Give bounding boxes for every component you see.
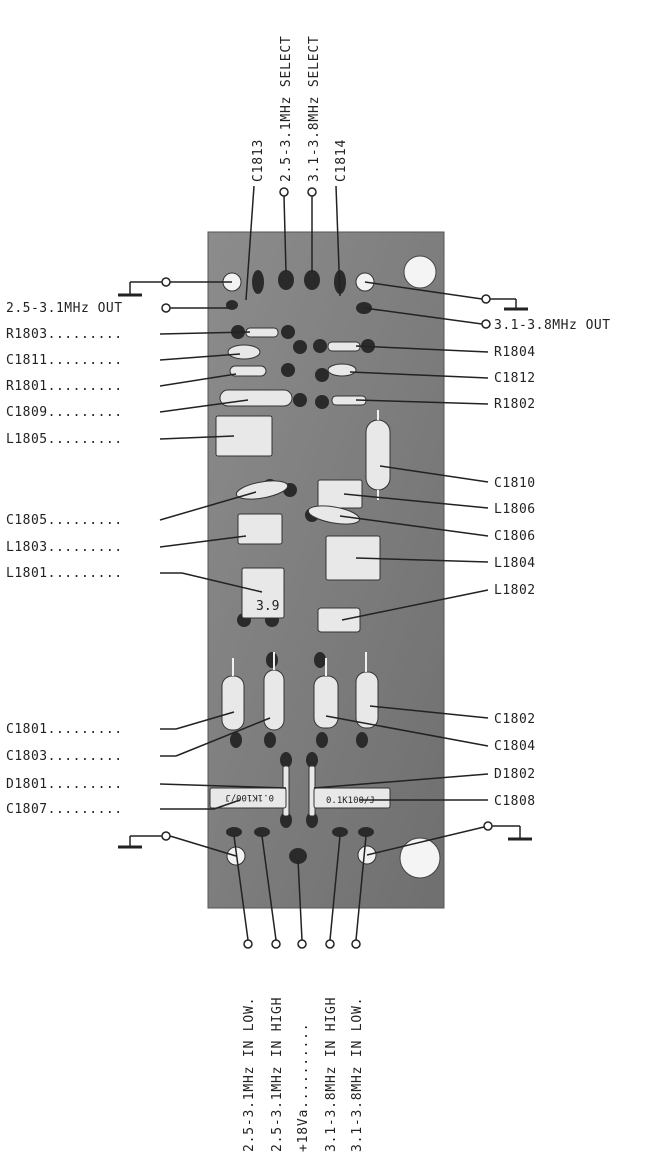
label-c1813: C1813 xyxy=(251,139,266,182)
c1804-body xyxy=(313,675,339,729)
label-c1801: C1801......... xyxy=(6,722,123,737)
l1803-body xyxy=(237,513,283,545)
c1808-marking: 0.1K100/J xyxy=(326,796,375,806)
label-c1803: C1803......... xyxy=(6,749,123,764)
label-2-5-3-1mhz-out: 2.5-3.1MHz OUT xyxy=(6,301,123,316)
c1802-body xyxy=(355,671,379,729)
label-2-5-3-1mhz-in-high: 2.5-3.1MHz IN HIGH xyxy=(270,997,285,1152)
l1801-value: 3.9 xyxy=(256,599,279,614)
label-3-1-3-8mhz-select: 3.1-3.8MHz SELECT xyxy=(307,35,322,182)
ground-symbol-bottom-right xyxy=(366,821,532,856)
label-d1802: D1802 xyxy=(494,767,536,782)
label-l1801: L1801......... xyxy=(6,566,123,581)
label-c1811: C1811......... xyxy=(6,353,123,368)
label-c1805: C1805......... xyxy=(6,513,123,528)
label-2-5-3-1mhz-in-low: 2.5-3.1MHz IN LOW. xyxy=(242,997,257,1152)
label-c1802: C1802 xyxy=(494,712,536,727)
c1801-body xyxy=(221,675,245,731)
label-3-1-3-8mhz-in-high: 3.1-3.8MHz IN HIGH xyxy=(324,997,339,1152)
r1803-body xyxy=(245,327,279,338)
label-c1804: C1804 xyxy=(494,739,536,754)
label-3-1-3-8mhz-in-low: 3.1-3.8MHz IN LOW. xyxy=(350,997,365,1152)
pcb-board: 3.9 0.1K100/J 0.1K100/J xyxy=(207,231,445,909)
label-c1809: C1809......... xyxy=(6,405,123,420)
right-labels: 3.1-3.8MHz OUT R1804 C1812 R1802 C1810 L… xyxy=(313,307,611,809)
component-leads xyxy=(232,410,379,676)
components xyxy=(209,327,391,817)
ground-symbol-bottom-left xyxy=(118,831,237,857)
label-l1806: L1806 xyxy=(494,502,536,517)
left-labels: 2.5-3.1MHz OUT R1803......... C1811.....… xyxy=(6,301,287,817)
bottom-leader-lines xyxy=(233,835,367,949)
c1812-body xyxy=(327,363,357,377)
label-c1808: C1808 xyxy=(494,794,536,809)
label-r1801: R1801......... xyxy=(6,379,123,394)
l1806-body xyxy=(317,479,363,509)
label-c1807: C1807......... xyxy=(6,802,123,817)
label-c1810: C1810 xyxy=(494,476,536,491)
label-l1805: L1805......... xyxy=(6,432,123,447)
c1810-body xyxy=(365,419,391,491)
label-l1804: L1804 xyxy=(494,556,536,571)
solder-pads xyxy=(226,270,375,864)
r1801-body xyxy=(229,365,267,377)
label-l1803: L1803......... xyxy=(6,540,123,555)
label-r1804: R1804 xyxy=(494,345,536,360)
label-c1814: C1814 xyxy=(334,139,349,182)
c1803-body xyxy=(263,669,285,731)
mounting-hole-top xyxy=(403,255,437,289)
label-d1801: D1801......... xyxy=(6,777,123,792)
l1801-body xyxy=(241,567,285,619)
ground-symbol-top-left xyxy=(118,277,232,297)
r1804-body xyxy=(327,341,361,352)
label-2-5-3-1mhz-select: 2.5-3.1MHz SELECT xyxy=(279,35,294,182)
label-c1812: C1812 xyxy=(494,371,536,386)
label-r1803: R1803......... xyxy=(6,327,123,342)
mounting-hole-bottom xyxy=(399,837,441,879)
c1808-body xyxy=(313,787,391,809)
ground-symbol-top-right xyxy=(364,281,528,311)
label-c1806: C1806 xyxy=(494,529,536,544)
c1807-body xyxy=(209,787,287,809)
c1807-marking: 0.1K100/J xyxy=(225,792,274,802)
label-r1802: R1802 xyxy=(494,397,536,412)
l1802-body xyxy=(317,607,361,633)
label-18va: +18Va.......... xyxy=(296,1023,311,1152)
c1809-body xyxy=(219,389,293,407)
label-3-1-3-8mhz-out: 3.1-3.8MHz OUT xyxy=(494,318,611,333)
c1806-body xyxy=(307,505,361,525)
top-leader-lines xyxy=(245,185,341,301)
label-l1802: L1802 xyxy=(494,583,536,598)
c1811-body xyxy=(227,344,261,360)
